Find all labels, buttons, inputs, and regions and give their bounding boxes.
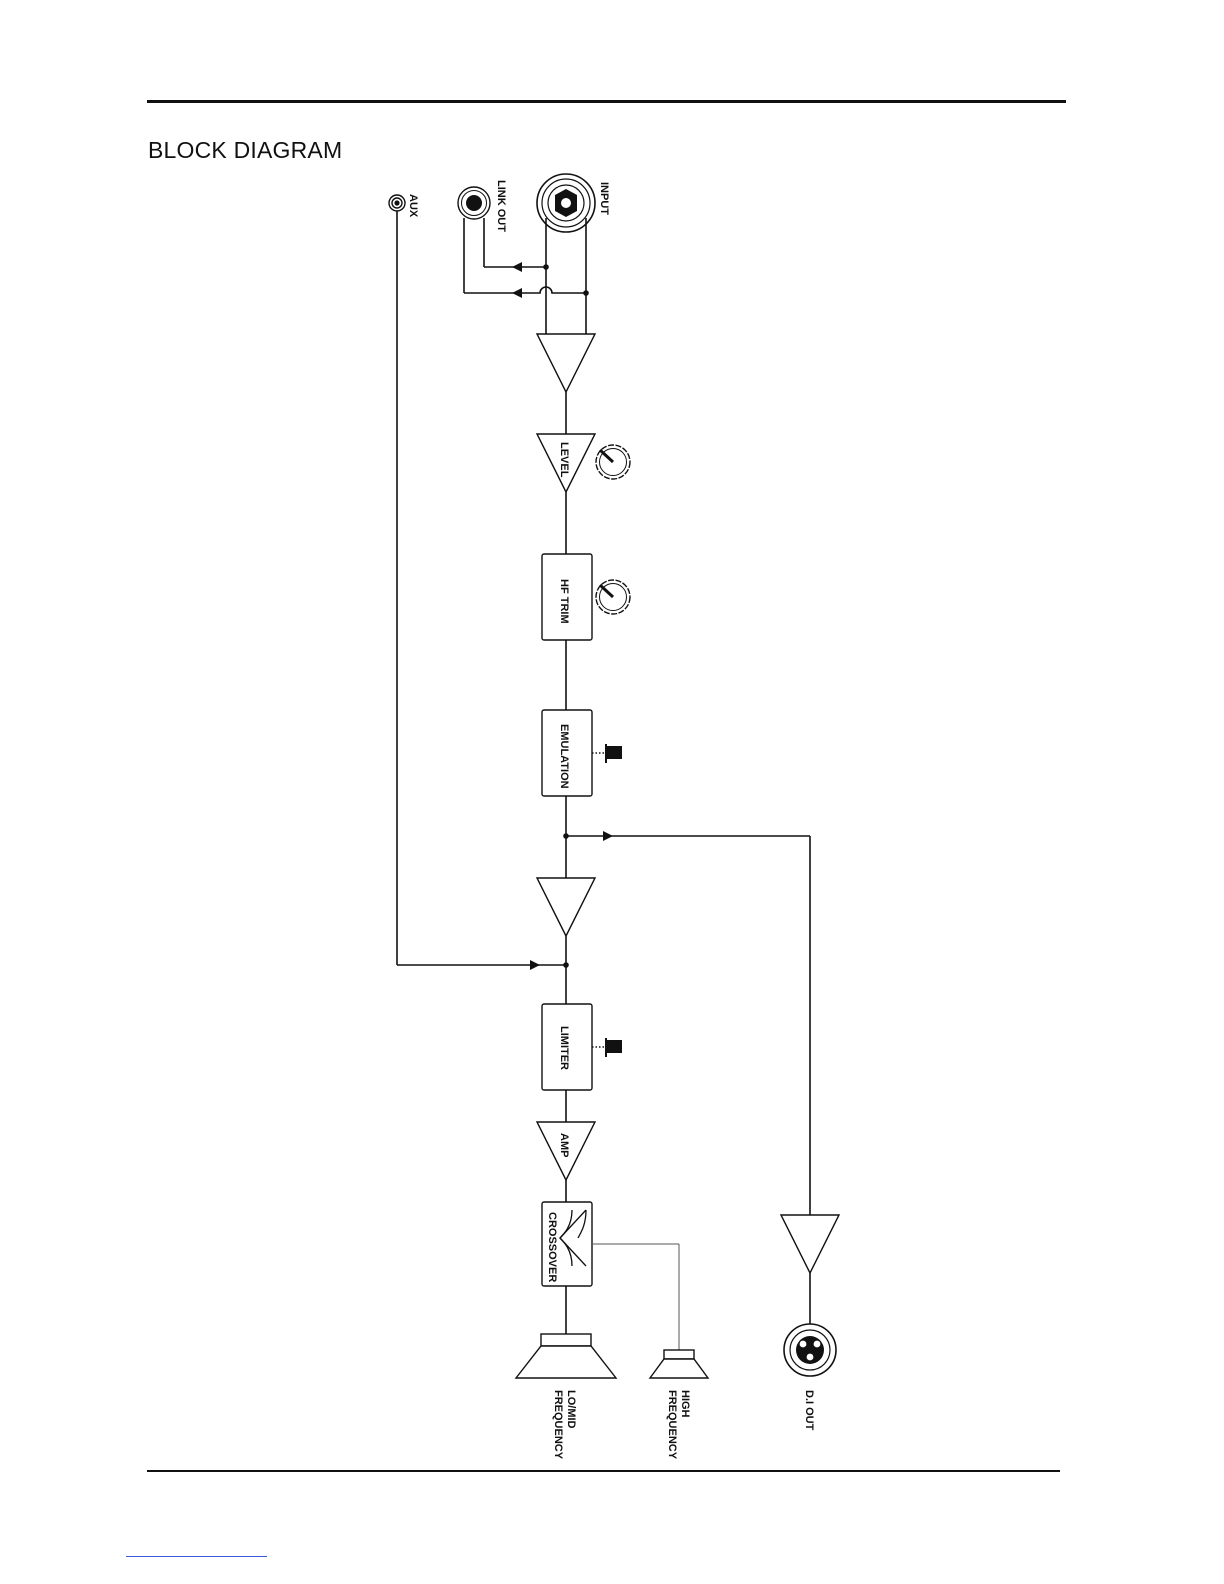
level-knob-icon <box>596 445 630 479</box>
input-label: INPUT <box>598 182 610 215</box>
input-preamp-triangle <box>537 334 595 392</box>
di-out-triangle <box>781 1215 839 1273</box>
mix-amp-triangle <box>537 878 595 936</box>
high-frequency-wiring <box>592 1244 679 1350</box>
link-out-label: LINK OUT <box>495 180 507 232</box>
lo-mid-label-2: FREQUENCY <box>552 1390 564 1460</box>
level-label: LEVEL <box>558 442 570 478</box>
amp-label: AMP <box>558 1133 570 1157</box>
aux-jack-icon <box>389 195 405 211</box>
high-label-1: HIGH <box>679 1390 691 1418</box>
hf-trim-label: HF TRIM <box>558 579 570 624</box>
di-split-wiring <box>563 831 810 1215</box>
emulation-switch-icon <box>592 744 622 763</box>
limiter-switch-icon <box>592 1038 622 1057</box>
high-speaker-icon <box>650 1350 708 1378</box>
footer-link-underline[interactable] <box>126 1556 267 1557</box>
lo-mid-speaker-icon <box>516 1334 616 1378</box>
di-out-xlr-icon <box>784 1324 836 1376</box>
lo-mid-label-1: LO/MID <box>565 1390 577 1429</box>
high-label-2: FREQUENCY <box>666 1390 678 1460</box>
di-out-label: D.I OUT <box>803 1390 815 1431</box>
limiter-label: LIMITER <box>558 1026 570 1070</box>
emulation-label: EMULATION <box>558 724 570 789</box>
input-wiring <box>464 218 589 334</box>
crossover-label: CROSSOVER <box>546 1212 558 1282</box>
aux-label: AUX <box>407 194 419 218</box>
link-out-jack-icon <box>458 187 490 219</box>
bottom-rule <box>147 1470 1060 1472</box>
hf-trim-knob-icon <box>596 580 630 614</box>
